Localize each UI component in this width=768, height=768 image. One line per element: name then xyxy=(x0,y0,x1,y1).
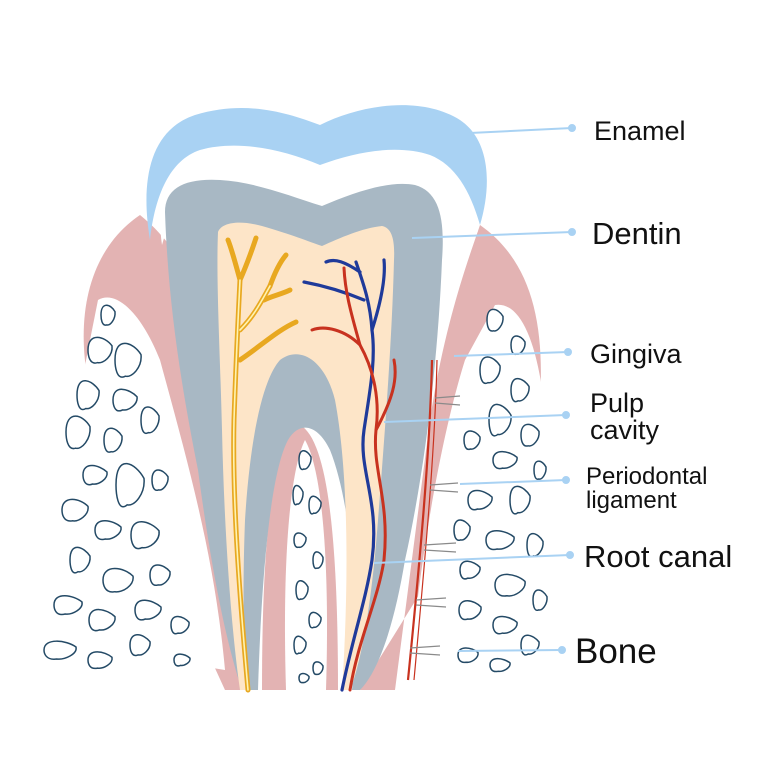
bone-trabecula xyxy=(459,560,481,580)
bone-trabecula xyxy=(140,406,160,435)
bone-trabecula xyxy=(43,640,77,660)
bone-trabecula xyxy=(489,657,511,673)
bone-trabecula xyxy=(458,599,482,621)
label-pulp-line2: cavity xyxy=(590,415,660,445)
enamel-white-band xyxy=(160,147,478,245)
enamel xyxy=(146,105,487,240)
bone-trabecula xyxy=(533,460,547,480)
bone-trabecula xyxy=(526,532,544,558)
bone-trabecula xyxy=(293,532,307,549)
bone-trabecula xyxy=(467,489,493,511)
bone-trabecula xyxy=(520,423,540,447)
bone-trabecula xyxy=(149,564,171,587)
leader-lines xyxy=(373,124,576,654)
bone-trabecula xyxy=(82,464,108,486)
bone-trabecula xyxy=(453,519,471,542)
vein xyxy=(302,258,386,692)
bone-trabecula xyxy=(112,388,138,412)
bone-trabecula xyxy=(510,377,530,403)
bone-trabecula xyxy=(486,308,504,332)
bone-trabecula xyxy=(115,462,145,508)
bone-trabecula xyxy=(494,573,526,597)
bone-trabecula xyxy=(293,635,307,655)
bone-trabecula xyxy=(129,634,151,657)
bone-trabecula xyxy=(298,672,310,684)
bone-trabecula xyxy=(151,469,169,492)
bone-trabecula xyxy=(87,336,113,364)
label-pulp-line1: Pulp xyxy=(590,388,645,418)
bone-trabecula xyxy=(130,520,160,550)
bone-trabecula xyxy=(88,608,116,632)
bone-trabecula xyxy=(492,615,518,635)
label-pdl-line2: ligament xyxy=(586,487,677,514)
artery xyxy=(310,266,397,692)
label-dentin: Dentin xyxy=(592,216,682,251)
bone-trabecula xyxy=(308,611,322,629)
bone-trabecula xyxy=(100,304,116,326)
bone-trabecula xyxy=(492,450,518,470)
label-pdl-line1: Periodontal xyxy=(586,463,708,490)
nerve-highlight xyxy=(232,279,271,691)
pulp-cavity xyxy=(217,222,395,690)
bone-trabecula xyxy=(102,567,134,593)
bone-trabecula xyxy=(65,415,91,450)
bone-trabecula xyxy=(61,498,89,522)
bone-trabecula xyxy=(312,551,324,570)
bone-trabecula xyxy=(488,403,512,437)
bone-trabecula xyxy=(463,430,481,451)
label-bone: Bone xyxy=(575,632,657,671)
bone-trabecula xyxy=(170,615,190,635)
bone-trabecula xyxy=(103,427,123,453)
bone-trabecula xyxy=(308,495,322,515)
label-pulp-cavity: Pulp cavity xyxy=(590,390,659,444)
bone-trabecula xyxy=(87,651,113,670)
bone-trabecula xyxy=(53,594,83,616)
bone-trabecula xyxy=(76,380,100,411)
bone-trabecula xyxy=(295,580,309,601)
bone-trabecula xyxy=(94,519,122,541)
label-periodontal-ligament: Periodontal ligament xyxy=(586,465,707,513)
bone-trabecula xyxy=(114,342,142,378)
label-enamel: Enamel xyxy=(594,116,686,146)
bone-trabecula xyxy=(292,484,304,506)
bone-trabecula xyxy=(69,546,91,574)
bone-trabeculae xyxy=(43,304,548,684)
bone-trabecula xyxy=(510,335,526,356)
bone-trabecula xyxy=(173,653,191,667)
bone-trabecula xyxy=(134,599,162,621)
bone-trabecula xyxy=(509,485,531,515)
label-root-canal: Root canal xyxy=(584,539,733,574)
bone-trabecula xyxy=(532,589,548,612)
bone-trabecula xyxy=(298,450,312,471)
periodontal-ligament xyxy=(406,359,461,681)
label-gingiva: Gingiva xyxy=(590,339,682,369)
bone-trabecula xyxy=(479,356,501,385)
bone-trabecula xyxy=(485,529,515,551)
bone-trabecula xyxy=(312,661,324,676)
